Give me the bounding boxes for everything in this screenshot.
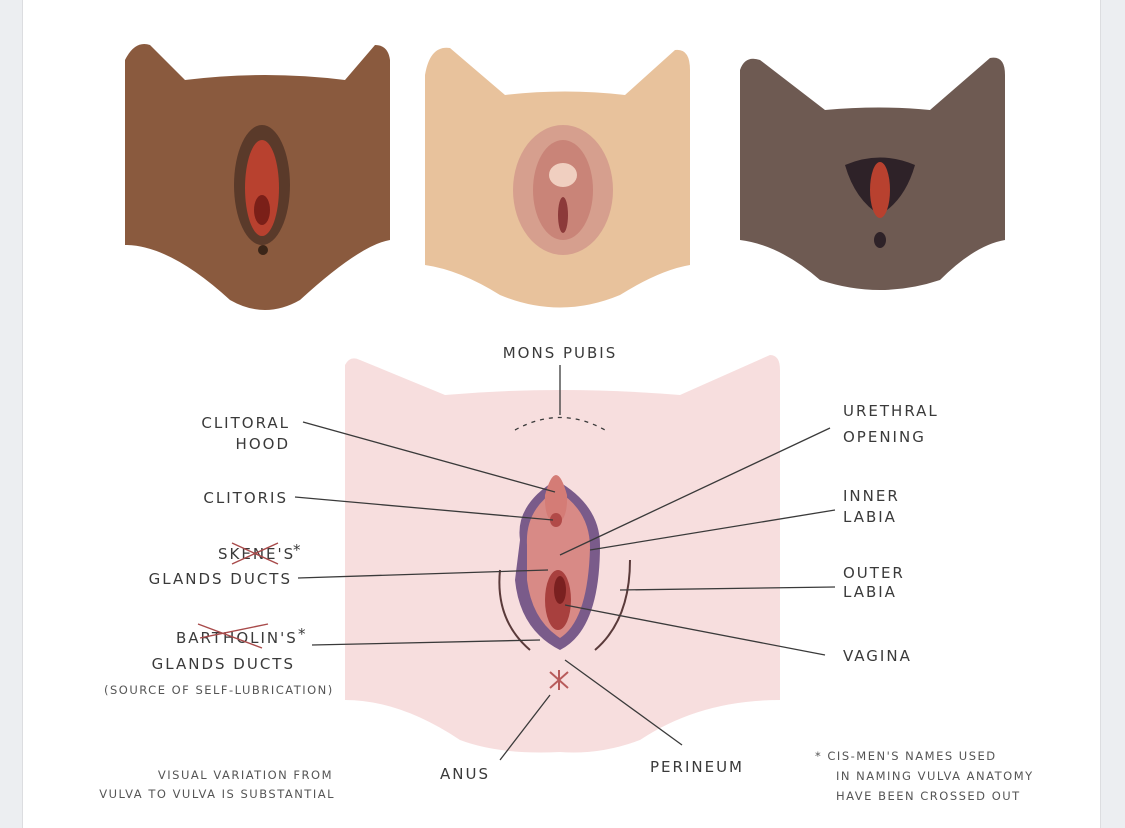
crossout-mark [231,542,279,565]
label-urethral-2: OPENING [843,428,926,446]
label-bartholins-note: (SOURCE OF SELF-LUBRICATION) [104,683,334,697]
label-outer-labia-2: LABIA [843,583,897,601]
label-clitoral-hood-2: HOOD [236,435,290,453]
page-edge-right [1100,0,1125,828]
label-clitoris: CLITORIS [203,489,288,507]
note-variation-1: VISUAL VARIATION FROM [158,768,333,782]
anus-icon [549,670,569,690]
crossout-mark [197,623,269,649]
footnote-1: * CIS-MEN'S NAMES USED [815,749,997,763]
clitoral-hood-shape [544,475,568,525]
illustration-variation-3 [740,57,1005,290]
label-inner-labia-1: INNER [843,487,900,505]
label-outer-labia-1: OUTER [843,564,905,582]
label-bartholins-glands: GLANDS DUCTS [152,655,295,673]
label-urethral-1: URETHRAL [843,402,939,420]
page-edge-left [0,0,23,828]
label-mons-pubis: MONS PUBIS [503,344,618,362]
leader-lines [294,365,836,761]
label-bartholins-asterisk: * [298,625,308,643]
label-inner-labia-2: LABIA [843,508,897,526]
label-anus: ANUS [440,765,490,783]
label-skenes-glands: GLANDS DUCTS [149,570,292,588]
label-clitoral-hood-1: CLITORAL [201,414,290,432]
clitoris-shape [550,513,562,527]
footnote-2: IN NAMING VULVA ANATOMY [836,769,1034,783]
label-perineum: PERINEUM [650,758,744,776]
label-skenes-asterisk: * [293,541,303,559]
note-variation-2: VULVA TO VULVA IS SUBSTANTIAL [99,787,335,801]
illustration-variation-2 [425,47,690,308]
label-vagina: VAGINA [843,647,912,665]
footnote-3: HAVE BEEN CROSSED OUT [836,789,1021,803]
illustration-variation-1 [125,44,390,310]
